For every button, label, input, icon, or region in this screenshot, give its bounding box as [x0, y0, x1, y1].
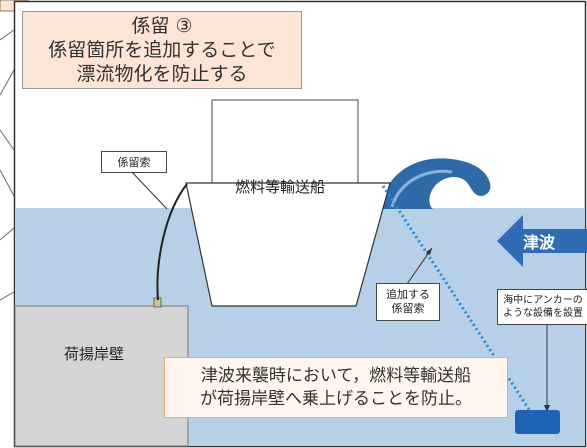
tsunami-wave	[380, 158, 491, 209]
quay-label: 荷揚岸壁	[63, 344, 124, 363]
ship-label: 燃料等輸送船	[234, 177, 325, 196]
tsunami-arrow	[497, 215, 587, 267]
quay-wall	[14, 305, 189, 447]
notice-box: 津波来襲時において，燃料等輸送船 が荷揚岸壁へ乗上げることを防止。	[164, 357, 508, 418]
title-box: 係留 ③ 係留箇所を追加することで 漂流物化を防止する	[22, 11, 302, 89]
tsunami-label: 津波	[522, 233, 555, 252]
ship-hull	[185, 182, 391, 307]
anchor-block	[515, 410, 560, 434]
added-mooring-pointer	[406, 247, 433, 285]
ship-superstructure	[211, 99, 359, 184]
added-mooring-line	[381, 185, 536, 418]
added-mooring-label: 追加する 係留索	[376, 283, 440, 321]
tsunami-wave-highlight	[390, 169, 453, 208]
mooring-rope-pointer	[129, 169, 168, 210]
left-decoration-lines	[0, 29, 15, 301]
anchor-note-label: 海中にアンカーの ような設備を設置	[497, 289, 587, 325]
left-decoration	[0, 0, 14, 448]
mooring-rope-label: 係留索	[101, 151, 167, 173]
anchor-pointer-head	[544, 405, 550, 412]
added-mooring-pointer-head	[426, 248, 432, 255]
mooring-rope-line	[156, 183, 188, 301]
